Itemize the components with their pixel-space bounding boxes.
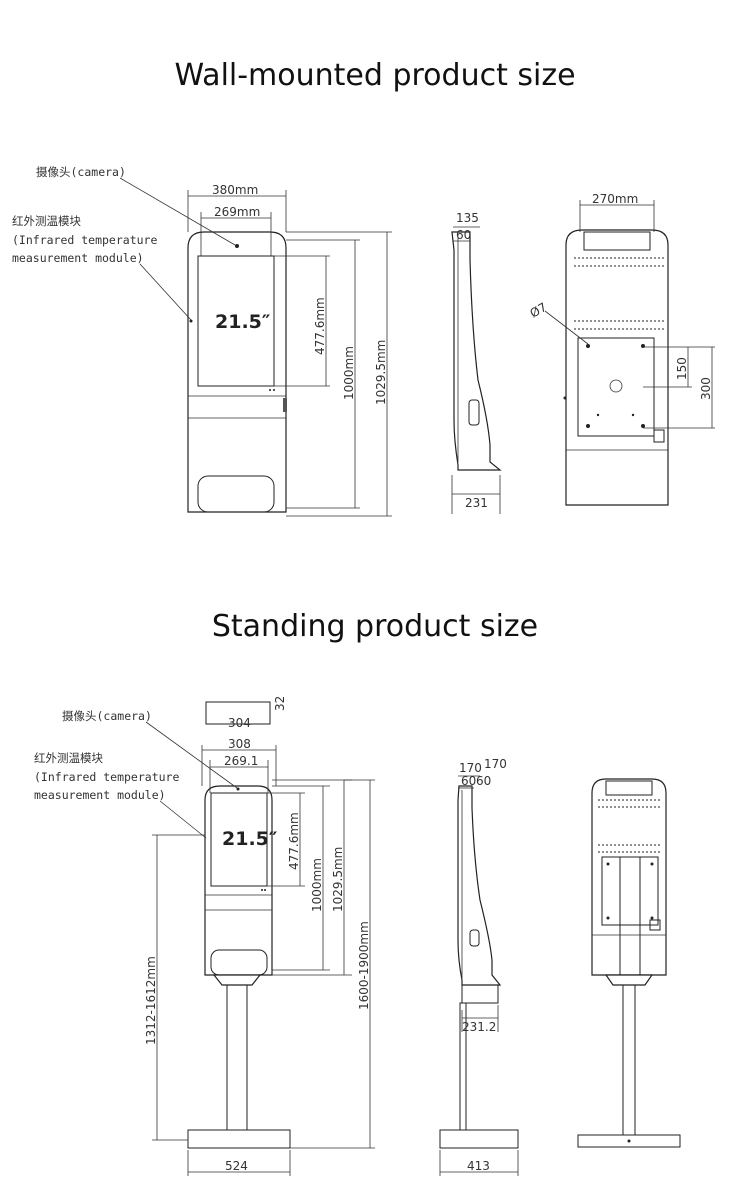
stand-base-height-dim: 1312-1612mm [144,956,158,1045]
stand-top-dim: 304 [228,716,251,730]
stand-width-dim: 308 [228,737,251,751]
stand-infrared-label-en1: (Infrared temperature [34,770,179,784]
stand-screen-width-dim: 269.1 [224,754,258,768]
wall-side-view: 135 60 231 [451,211,502,514]
wall-back-hole-dim: Ø7 [528,300,550,321]
standing-title: Standing product size [211,609,539,644]
stand-total-height-dim: 1029.5mm [331,847,345,912]
wall-screen-size: 21.5″ [215,311,271,333]
wall-camera-label: 摄像头(camera) [36,165,126,179]
stand-top-small-dim: 32 [273,696,287,711]
wall-width-dim: 380mm [212,183,258,197]
stand-screen-size: 21.5″ [222,828,278,850]
stand-screen-height-dim: 477.6mm [287,812,301,870]
stand-camera-label: 摄像头(camera) [62,709,152,723]
wall-side-top2-dim: 60 [456,228,471,242]
wall-mounted-title: Wall-mounted product size [174,58,576,93]
stand-side-top2-dim: 60 [476,774,491,788]
wall-infrared-label-en1: (Infrared temperature [12,233,157,247]
wall-infrared-label-en2: measurement module) [12,251,144,265]
wall-screen-height-dim: 477.6mm [313,297,327,355]
stand-side-top-dim: 170 [484,757,507,771]
wall-screen-width-dim: 269mm [214,205,260,219]
stand-side-base-dim: 413 [467,1159,490,1173]
stand-infrared-label-cn: 红外测温模块 [34,751,103,765]
wall-back-150-dim: 150 [675,357,689,380]
stand-front-view: 21.5″ 304 32 308 269.1 477.6mm 1000mm 10… [34,696,375,1176]
wall-height-dim: 1000mm [342,346,356,400]
wall-infrared-label-cn: 红外测温模块 [12,214,81,228]
stand-total-stand-height-dim: 1600-1900mm [357,921,371,1010]
stand-height-dim: 1000mm [310,858,324,912]
stand-side-top-small-dim: 170 [459,761,482,775]
wall-total-height-dim: 1029.5mm [374,340,388,405]
wall-side-top-dim: 135 [456,211,479,225]
wall-side-bottom-dim: 231 [465,496,488,510]
stand-side-top-small2-dim: 60 [461,774,476,788]
wall-back-width-dim: 270mm [592,192,638,206]
stand-side-mid-dim: 231.2 [462,1020,496,1034]
stand-infrared-label-en2: measurement module) [34,788,166,802]
wall-back-300-dim: 300 [699,377,713,400]
wall-front-view: 21.5″ 380mm 269mm 477.6mm 1000mm 1029.5m… [12,165,392,517]
stand-side-view: 170 60 170 60 231.2 413 [439,757,519,1176]
wall-back-view: 270mm Ø7 150 300 [528,192,715,506]
stand-back-view [577,778,681,1148]
stand-base-width-dim: 524 [225,1159,248,1173]
